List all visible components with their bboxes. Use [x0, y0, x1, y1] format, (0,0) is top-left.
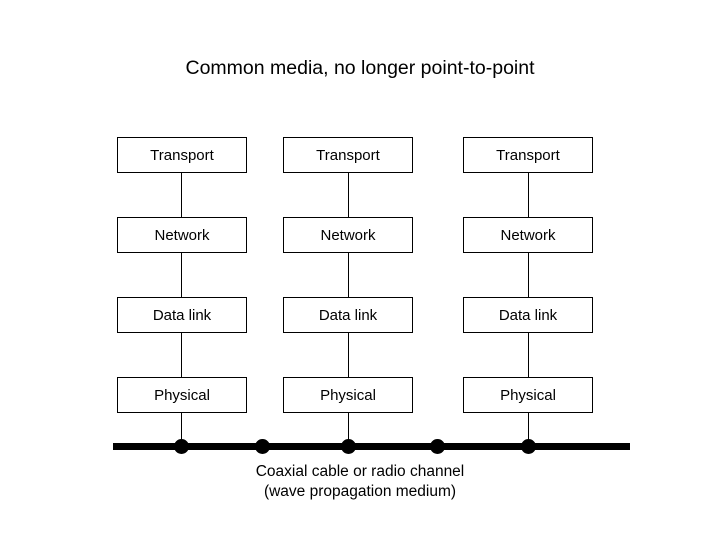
layer-box-network-3[interactable]: Network: [463, 217, 593, 253]
layer-box-network-1[interactable]: Network: [117, 217, 247, 253]
bus-caption: Coaxial cable or radio channel (wave pro…: [0, 462, 720, 502]
connector-line: [348, 332, 349, 377]
layer-box-datalink-3[interactable]: Data link: [463, 297, 593, 333]
connector-line: [181, 172, 182, 217]
connector-line-to-bus: [528, 412, 529, 447]
bus-node-3: [341, 439, 356, 454]
connector-line: [181, 332, 182, 377]
connector-line-to-bus: [348, 412, 349, 447]
bus-node-2: [255, 439, 270, 454]
layer-box-physical-1[interactable]: Physical: [117, 377, 247, 413]
bus-node-1: [174, 439, 189, 454]
bus-caption-line-2: (wave propagation medium): [263, 483, 457, 500]
bus-node-5: [521, 439, 536, 454]
layer-box-datalink-1[interactable]: Data link: [117, 297, 247, 333]
layer-box-physical-3[interactable]: Physical: [463, 377, 593, 413]
connector-line: [528, 332, 529, 377]
layer-box-transport-1[interactable]: Transport: [117, 137, 247, 173]
bus-caption-line-1: Coaxial cable or radio channel: [255, 463, 465, 480]
shared-medium-bus-line: [113, 443, 630, 450]
layer-box-transport-3[interactable]: Transport: [463, 137, 593, 173]
connector-line: [528, 252, 529, 297]
layer-box-network-2[interactable]: Network: [283, 217, 413, 253]
connector-line: [348, 252, 349, 297]
layer-box-physical-2[interactable]: Physical: [283, 377, 413, 413]
connector-line: [348, 172, 349, 217]
bus-node-4: [430, 439, 445, 454]
layer-box-transport-2[interactable]: Transport: [283, 137, 413, 173]
layer-box-datalink-2[interactable]: Data link: [283, 297, 413, 333]
connector-line: [528, 172, 529, 217]
connector-line-to-bus: [181, 412, 182, 447]
page-title: Common media, no longer point-to-point: [185, 57, 535, 79]
connector-line: [181, 252, 182, 297]
